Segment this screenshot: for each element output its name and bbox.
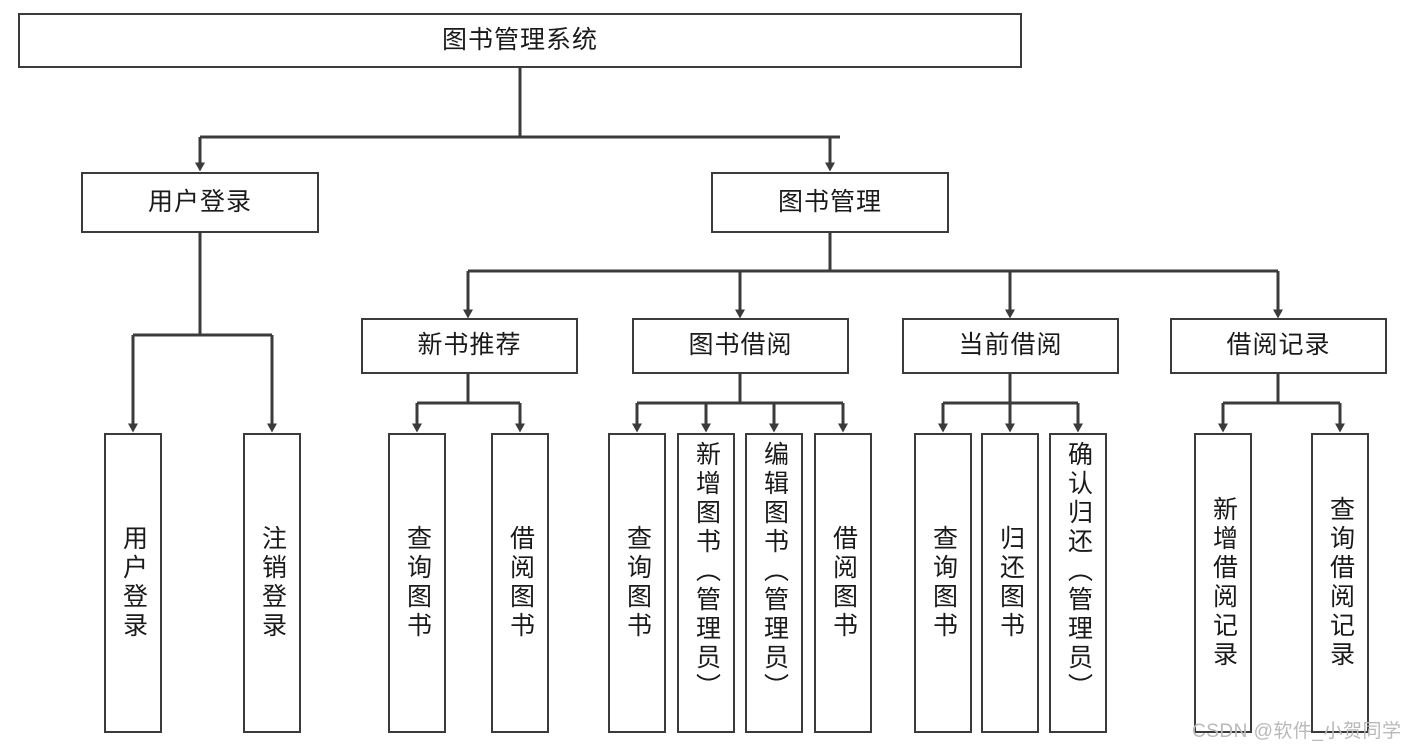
leaf-record-add-record[interactable]: 新增借阅记录 bbox=[1194, 433, 1252, 733]
node-root-system[interactable]: 图书管理系统 bbox=[18, 13, 1022, 68]
node-current-borrow-label: 当前借阅 bbox=[958, 331, 1063, 360]
leaf-borrow-edit-book[interactable]: 编辑图书（管理员） bbox=[745, 433, 803, 733]
leaf-record-query-record-label: 查询借阅记录 bbox=[1326, 496, 1355, 670]
leaf-borrow-query-book[interactable]: 查询图书 bbox=[608, 433, 666, 733]
leaf-borrow-add-book[interactable]: 新增图书（管理员） bbox=[677, 433, 735, 733]
leaf-user-login-login-label: 用户登录 bbox=[119, 525, 148, 641]
node-user-login-label: 用户登录 bbox=[147, 187, 252, 216]
node-new-book-recommend-label: 新书推荐 bbox=[417, 331, 522, 360]
leaf-borrow-borrow-book-label: 借阅图书 bbox=[829, 525, 858, 641]
leaf-record-query-record[interactable]: 查询借阅记录 bbox=[1311, 433, 1369, 733]
leaf-borrow-add-book-label: 新增图书（管理员） bbox=[692, 441, 721, 702]
node-book-borrow[interactable]: 图书借阅 bbox=[632, 318, 849, 374]
csdn-watermark: CSDN @软件_小贺同学 bbox=[1192, 716, 1401, 743]
node-borrow-record-label: 借阅记录 bbox=[1226, 331, 1331, 360]
node-root-label: 图书管理系统 bbox=[441, 25, 598, 54]
node-borrow-record[interactable]: 借阅记录 bbox=[1170, 318, 1387, 374]
leaf-user-login-logout-label: 注销登录 bbox=[258, 525, 287, 641]
leaf-user-login-logout[interactable]: 注销登录 bbox=[243, 433, 301, 733]
leaf-record-add-record-label: 新增借阅记录 bbox=[1209, 496, 1238, 670]
leaf-current-query-book-label: 查询图书 bbox=[929, 525, 958, 641]
node-user-login[interactable]: 用户登录 bbox=[81, 172, 319, 233]
leaf-new-book-query[interactable]: 查询图书 bbox=[388, 433, 446, 733]
leaf-new-book-borrow-label: 借阅图书 bbox=[506, 525, 535, 641]
leaf-borrow-borrow-book[interactable]: 借阅图书 bbox=[814, 433, 872, 733]
leaf-current-return-book-label: 归还图书 bbox=[996, 525, 1025, 641]
node-book-borrow-label: 图书借阅 bbox=[688, 331, 793, 360]
leaf-current-return-book[interactable]: 归还图书 bbox=[981, 433, 1039, 733]
node-new-book-recommend[interactable]: 新书推荐 bbox=[361, 318, 578, 374]
leaf-current-confirm-return[interactable]: 确认归还（管理员） bbox=[1049, 433, 1107, 733]
node-book-management[interactable]: 图书管理 bbox=[711, 172, 949, 233]
leaf-borrow-query-book-label: 查询图书 bbox=[623, 525, 652, 641]
node-current-borrow[interactable]: 当前借阅 bbox=[902, 318, 1119, 374]
leaf-current-query-book[interactable]: 查询图书 bbox=[914, 433, 972, 733]
csdn-watermark-text: CSDN @软件_小贺同学 bbox=[1192, 721, 1402, 742]
leaf-new-book-query-label: 查询图书 bbox=[403, 525, 432, 641]
leaf-user-login-login[interactable]: 用户登录 bbox=[104, 433, 162, 733]
leaf-new-book-borrow[interactable]: 借阅图书 bbox=[491, 433, 549, 733]
node-book-management-label: 图书管理 bbox=[777, 187, 882, 216]
leaf-borrow-edit-book-label: 编辑图书（管理员） bbox=[760, 441, 789, 702]
leaf-current-confirm-return-label: 确认归还（管理员） bbox=[1064, 441, 1093, 702]
